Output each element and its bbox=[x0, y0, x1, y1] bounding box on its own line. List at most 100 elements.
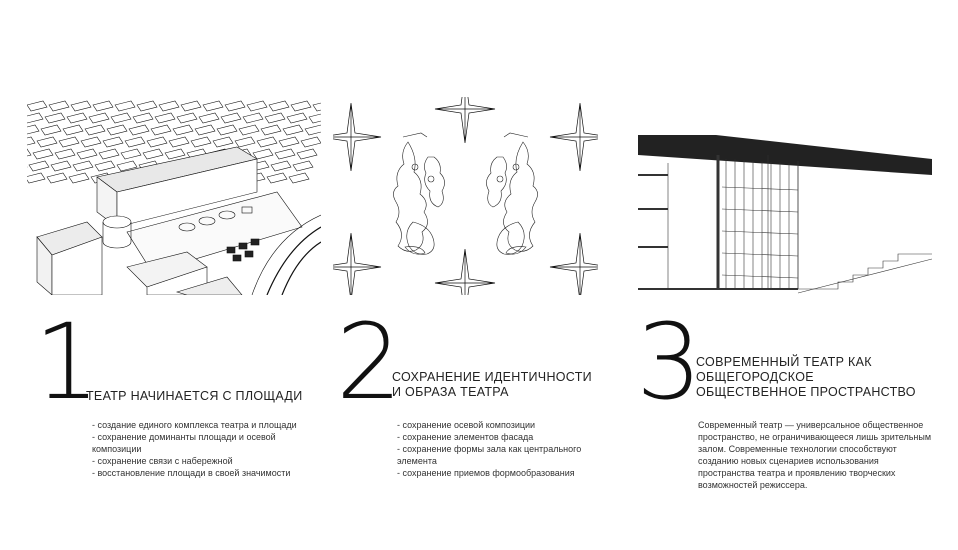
star-ornament-icon bbox=[434, 248, 496, 295]
city-block-shape bbox=[312, 102, 321, 112]
city-block-shape bbox=[76, 148, 98, 160]
city-block-shape bbox=[44, 112, 66, 124]
city-block-shape bbox=[308, 113, 321, 124]
city-block-shape bbox=[264, 112, 286, 124]
city-block-drawing bbox=[27, 97, 321, 295]
city-block-shape bbox=[98, 148, 120, 160]
city-block-shape bbox=[220, 112, 242, 124]
city-block-shape bbox=[266, 172, 288, 184]
city-block-shape bbox=[256, 136, 278, 148]
city-block-shape bbox=[246, 100, 268, 112]
section-number: 3 bbox=[636, 301, 702, 423]
glass-transom bbox=[721, 230, 799, 235]
city-block-shape bbox=[36, 136, 58, 148]
city-block-shape bbox=[106, 124, 128, 136]
city-block-shape bbox=[290, 100, 312, 112]
city-block-shape bbox=[288, 172, 310, 184]
section-heading: ТЕАТР НАЧИНАЕТСЯ С ПЛОЩАДИ bbox=[86, 389, 303, 403]
city-block-shape bbox=[84, 124, 106, 136]
point-item: - восстановление площади в своей значимо… bbox=[92, 468, 291, 478]
city-block-shape bbox=[212, 136, 234, 148]
facade-ornament-drawing bbox=[333, 97, 598, 295]
city-block-shape bbox=[304, 124, 321, 136]
city-block-shape bbox=[70, 100, 92, 112]
point-item: - сохранение доминанты площади и осевой … bbox=[92, 432, 276, 454]
building-section-image bbox=[638, 97, 932, 295]
city-block-shape bbox=[132, 112, 154, 124]
city-block-shape bbox=[238, 124, 260, 136]
city-block-shape bbox=[120, 148, 142, 160]
city-block-shape bbox=[102, 136, 124, 148]
section-points: - сохранение осевой композиции - сохране… bbox=[397, 419, 597, 479]
city-block-shape bbox=[172, 124, 194, 136]
city-block-shape bbox=[114, 100, 136, 112]
city-block-shape bbox=[80, 136, 102, 148]
star-ornament-icon bbox=[333, 232, 382, 295]
city-block-shape bbox=[40, 124, 62, 136]
city-block-shape bbox=[270, 160, 292, 172]
star-ornament-icon bbox=[434, 97, 496, 144]
city-block-shape bbox=[260, 124, 282, 136]
city-block-shape bbox=[27, 136, 36, 146]
point-item: - сохранение приемов формообразования bbox=[397, 468, 575, 478]
point-item: - сохранение связи с набережной bbox=[92, 456, 233, 466]
city-block-shape bbox=[94, 160, 116, 172]
city-block-shape bbox=[150, 124, 172, 136]
city-block-shape bbox=[274, 148, 296, 160]
city-block-shape bbox=[164, 148, 186, 160]
glass-transom bbox=[721, 208, 799, 213]
city-block-shape bbox=[48, 100, 70, 112]
city-block-shape bbox=[58, 136, 80, 148]
section-points: - создание единого комплекса театра и пл… bbox=[92, 419, 317, 479]
city-block-shape bbox=[176, 112, 198, 124]
city-block-shape bbox=[278, 136, 300, 148]
city-block-shape bbox=[198, 112, 220, 124]
point-item: - сохранение осевой композиции bbox=[397, 420, 536, 430]
city-block-shape bbox=[180, 100, 202, 112]
city-block-shape bbox=[202, 100, 224, 112]
city-block-shape bbox=[46, 172, 68, 184]
glass-transom bbox=[721, 274, 799, 279]
city-block-shape bbox=[128, 124, 150, 136]
city-block-shape bbox=[300, 136, 321, 148]
city-block-shape bbox=[66, 112, 88, 124]
city-block-shape bbox=[27, 124, 40, 135]
section-number: 2 bbox=[336, 301, 402, 423]
city-block-shape bbox=[158, 100, 180, 112]
city-block-shape bbox=[194, 124, 216, 136]
city-block-shape bbox=[296, 148, 318, 160]
city-block-shape bbox=[242, 112, 264, 124]
city-block-shape bbox=[68, 172, 90, 184]
city-block-shape bbox=[27, 148, 32, 157]
glass-transom bbox=[721, 186, 799, 191]
city-block-shape bbox=[252, 148, 274, 160]
city-block-shape bbox=[282, 124, 304, 136]
city-block-shape bbox=[27, 100, 48, 112]
point-item: - создание единого комплекса театра и пл… bbox=[92, 420, 297, 430]
section-number: 1 bbox=[34, 301, 100, 423]
city-block-shape bbox=[88, 112, 110, 124]
city-block-shape bbox=[110, 112, 132, 124]
point-item: - сохранение формы зала как центрального… bbox=[397, 444, 582, 466]
point-item: - сохранение элементов фасада bbox=[397, 432, 534, 442]
city-block-shape bbox=[27, 112, 44, 124]
city-block-shape bbox=[190, 136, 212, 148]
city-block-shape bbox=[54, 148, 76, 160]
city-block-shape bbox=[168, 136, 190, 148]
city-block-shape bbox=[268, 100, 290, 112]
star-ornament-icon bbox=[549, 232, 598, 295]
city-block-shape bbox=[146, 136, 168, 148]
city-block-shape bbox=[234, 136, 256, 148]
city-block-shape bbox=[92, 100, 114, 112]
city-block-shape bbox=[224, 100, 246, 112]
city-block-axonometric-image bbox=[27, 97, 321, 295]
section-body: Современный театр — универсальное общест… bbox=[698, 420, 932, 490]
building-section-drawing bbox=[638, 97, 932, 295]
city-block-shape bbox=[142, 148, 164, 160]
city-block-shape bbox=[32, 148, 54, 160]
city-block-shape bbox=[216, 124, 238, 136]
city-block-shape bbox=[28, 160, 50, 172]
glass-transom bbox=[721, 252, 799, 257]
city-block-shape bbox=[116, 160, 138, 172]
city-block-shape bbox=[50, 160, 72, 172]
